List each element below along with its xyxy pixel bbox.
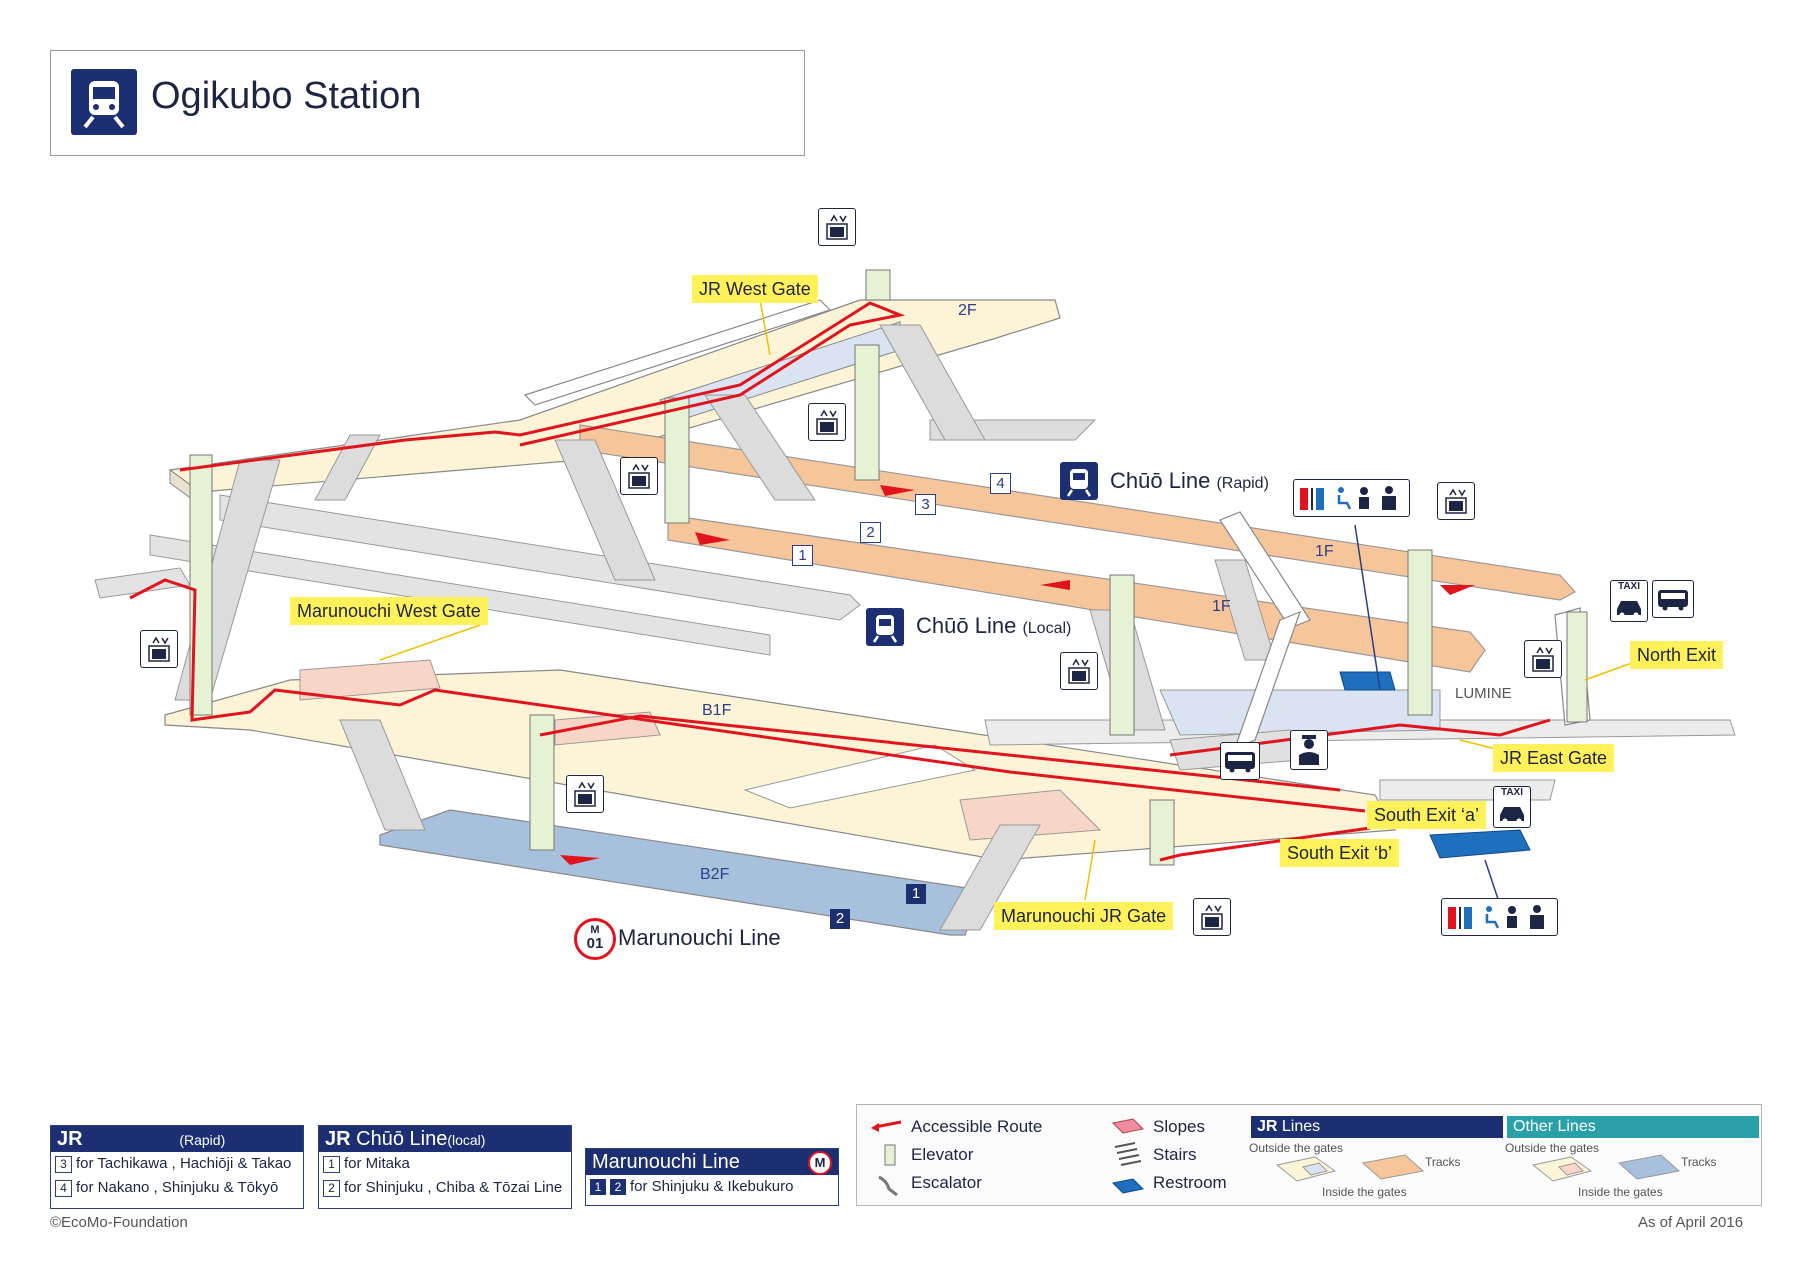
key-jr-outside: Outside the gates [1249,1141,1344,1155]
legend-marunouchi-header: Marunouchi Line M [586,1149,838,1175]
floor-label-b2f: B2F [700,866,730,883]
jr-west-gate-label: JR West Gate [692,275,818,303]
north-exit-label: North Exit [1630,641,1724,669]
lumine-label: LUMINE [1455,685,1512,702]
elevator-icon [818,208,856,246]
jr-east-gate-label: JR East Gate [1493,744,1615,772]
taxi-icon: TAXI [1610,580,1648,622]
restroom-facilities-icon [1441,898,1558,936]
key-slopes: Slopes [1153,1117,1205,1136]
marunouchi-platform-1: 1 [906,884,926,904]
marunouchi-jr-gate-label: Marunouchi JR Gate [994,902,1174,930]
legend-chuo-rapid-header: JR Chūō Line(Rapid) [51,1126,303,1152]
taxi-icon: TAXI [1493,786,1531,828]
marunouchi-west-gate-label: Marunouchi West Gate [290,597,488,625]
symbol-key: Accessible Route Elevator Escalator Slop… [856,1104,1762,1206]
key-jr-tracks: Tracks [1425,1155,1461,1169]
train-icon [71,69,137,135]
elevator-icon [1524,640,1562,678]
elevator-icon [140,630,178,668]
key-restroom: Restroom [1153,1173,1227,1192]
upper-walkway [523,299,832,406]
marunouchi-line-icon: M 01 [574,918,616,960]
marunouchi-platform-2: 2 [830,909,850,929]
key-jr-lines-header: JR Lines [1251,1116,1503,1138]
bus-icon [1220,742,1260,780]
legend-chuo-local-header: JR Chūō Line(local) [319,1126,571,1152]
key-other-tracks: Tracks [1681,1155,1717,1169]
key-other-inside: Inside the gates [1578,1185,1663,1199]
as-of-date: As of April 2016 [1638,1214,1744,1231]
local-line-label: Chūō Line (Local) [916,613,1072,638]
local-train-icon [866,608,904,646]
restroom-facilities-icon [1293,479,1410,517]
elevator-icon [1193,898,1231,936]
marunouchi-badge-icon: M [808,1151,832,1175]
marunouchi-line-label: Marunouchi Line [618,925,781,950]
platform-number-3: 3 [915,494,936,515]
floor-label-b1f: B1F [702,702,732,719]
platform-number-2: 2 [860,522,881,543]
platform-number-4: 4 [990,473,1011,494]
platform-number-1: 1 [792,545,813,566]
elevator-icon [808,403,846,441]
key-jr-inside: Inside the gates [1322,1185,1407,1199]
floor-label-1f-local: 1F [1212,598,1231,615]
key-other-outside: Outside the gates [1505,1141,1600,1155]
rapid-train-icon [1060,462,1098,500]
page-title: Ogikubo Station [151,75,422,117]
floor-label-2f: 2F [958,302,977,319]
station-attendant-icon [1290,730,1328,770]
key-stairs: Stairs [1153,1145,1197,1164]
key-other-lines-header: Other Lines [1507,1116,1759,1138]
key-escalator: Escalator [911,1173,982,1192]
south-exit-a-label: South Exit ‘a’ [1367,801,1487,829]
key-accessible-route: Accessible Route [911,1117,1043,1136]
elevator-icon [1437,482,1475,520]
elevator-icon [1060,652,1098,690]
key-elevator: Elevator [911,1145,974,1164]
south-exit-b-label: South Exit ‘b’ [1280,839,1400,867]
bus-icon [1652,580,1694,618]
elevator-icon [620,457,658,495]
title-box: Ogikubo Station [50,50,805,156]
copyright: ©EcoMo-Foundation [50,1214,188,1231]
rapid-line-label: Chūō Line (Rapid) [1110,468,1269,493]
floor-label-1f-rapid: 1F [1315,543,1334,560]
elevator-icon [566,775,604,813]
